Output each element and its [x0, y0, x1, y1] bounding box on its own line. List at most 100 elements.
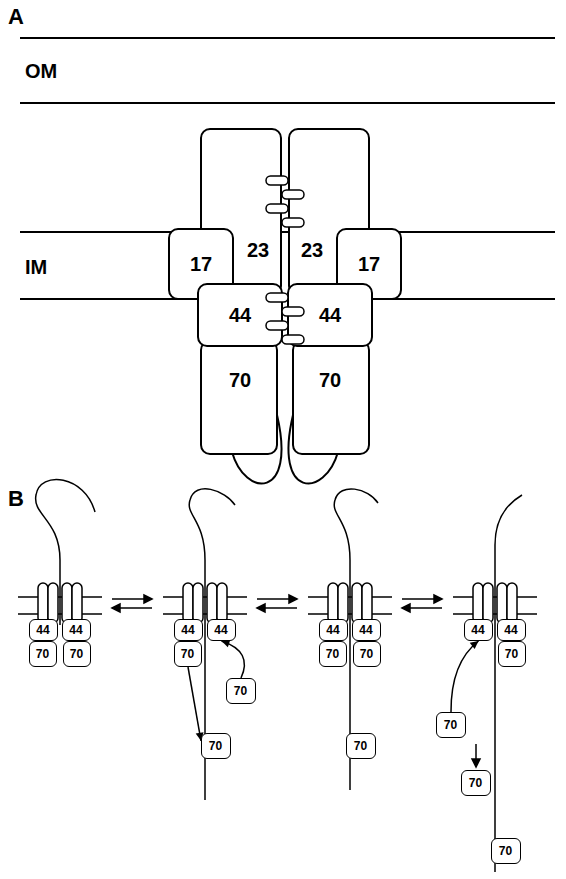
contact-pill: [282, 307, 304, 316]
subunit-number: 70: [360, 648, 373, 660]
subunit-number: 44: [326, 624, 339, 636]
channel-subunit: [338, 583, 348, 623]
subunit-number: 44: [471, 624, 484, 636]
mhsp70-box: 70: [353, 641, 381, 667]
mhsp70-box: 70: [63, 641, 91, 667]
arrow-head: [434, 595, 442, 603]
equilibrium-arrow: [402, 598, 436, 600]
contact-pill: [266, 204, 288, 213]
subunit-number: 44: [214, 624, 227, 636]
subunit-number: 44: [69, 624, 82, 636]
channel-subunit: [473, 583, 483, 623]
contact-pill: [282, 335, 304, 344]
channel-subunit: [48, 583, 58, 623]
tim44-box: 44: [464, 619, 493, 641]
mhsp70-box: 70: [174, 641, 202, 667]
membrane-label: IM: [25, 257, 47, 277]
channel-subunit: [507, 583, 517, 623]
mhsp70-box: 70: [29, 641, 57, 667]
mhsp70-box: 70: [346, 733, 376, 759]
mhsp70-box: 70: [491, 838, 521, 864]
tim44-box: 44: [174, 619, 203, 641]
subunit-number: 70: [234, 685, 247, 697]
subunit-number: 70: [36, 648, 49, 660]
subunit-number: 17: [358, 254, 380, 274]
channel-subunit: [328, 583, 338, 623]
arrow-head: [112, 604, 120, 612]
mhsp70-box: 70: [461, 770, 491, 796]
tim44-box: 44: [197, 283, 283, 347]
subunit-number: 70: [70, 648, 83, 660]
subunit-number: 70: [181, 648, 194, 660]
mhsp70-box: 70: [292, 340, 370, 455]
subunit-number: 70: [326, 648, 339, 660]
subunit-number: 70: [229, 370, 251, 390]
subunit-number: 70: [444, 719, 457, 731]
channel-subunit: [352, 583, 362, 623]
mhsp70-box: 70: [201, 733, 231, 759]
arrow-head: [472, 759, 480, 767]
arrow-head: [470, 641, 479, 649]
membrane-line: [20, 102, 555, 104]
channel-subunit: [38, 583, 48, 623]
subunit-number: 44: [359, 624, 372, 636]
tim44-box: 44: [207, 619, 236, 641]
channel-subunit: [497, 583, 507, 623]
subunit-number: 70: [354, 740, 367, 752]
movement-arrow: [475, 744, 477, 759]
mhsp70-box: 70: [319, 641, 347, 667]
subunit-number: 44: [36, 624, 49, 636]
subunit-number: 44: [181, 624, 194, 636]
contact-pill: [282, 218, 304, 227]
arrow-line: [222, 641, 245, 678]
subunit-number: 17: [190, 254, 212, 274]
subunit-number: 70: [319, 370, 341, 390]
tim44-box: 44: [497, 619, 526, 641]
subunit-number: 23: [247, 240, 269, 260]
arrow-connector: [188, 667, 204, 741]
contact-pill: [266, 176, 288, 185]
subunit-number: 44: [504, 624, 517, 636]
equilibrium-arrow: [112, 598, 146, 600]
subunit-number: 70: [499, 845, 512, 857]
contact-pill: [282, 190, 304, 199]
arrow-head: [402, 604, 410, 612]
channel-subunit: [483, 583, 493, 623]
tim44-box: 44: [287, 283, 373, 347]
membrane-line: [20, 37, 555, 39]
channel-subunit: [193, 583, 203, 623]
subunit-number: 23: [301, 240, 323, 260]
subunit-number: 44: [229, 305, 251, 325]
precursor-chain: [495, 495, 522, 872]
channel-subunit: [207, 583, 217, 623]
equilibrium-arrow: [263, 607, 297, 609]
subunit-number: 44: [319, 305, 341, 325]
mhsp70-box: 70: [498, 641, 526, 667]
tim44-box: 44: [29, 619, 58, 641]
arrow-connector: [222, 640, 245, 678]
tim44-box: 44: [62, 619, 91, 641]
mhsp70-box: 70: [436, 712, 466, 738]
contact-pill: [266, 293, 288, 302]
channel-subunit: [183, 583, 193, 623]
equilibrium-arrow: [118, 607, 152, 609]
arrow-line: [188, 667, 201, 741]
membrane-label: OM: [25, 61, 57, 81]
contact-pill: [266, 321, 288, 330]
tim44-box: 44: [352, 619, 381, 641]
arrow-line: [451, 641, 479, 712]
panel-letter: B: [8, 488, 24, 510]
mhsp70-box: 70: [226, 678, 256, 704]
subunit-number: 70: [209, 740, 222, 752]
channel-subunit: [217, 583, 227, 623]
arrow-connector: [451, 641, 479, 712]
channel-subunit: [72, 583, 82, 623]
panel-letter: A: [8, 6, 24, 28]
arrow-head: [144, 595, 152, 603]
arrow-head: [257, 604, 265, 612]
